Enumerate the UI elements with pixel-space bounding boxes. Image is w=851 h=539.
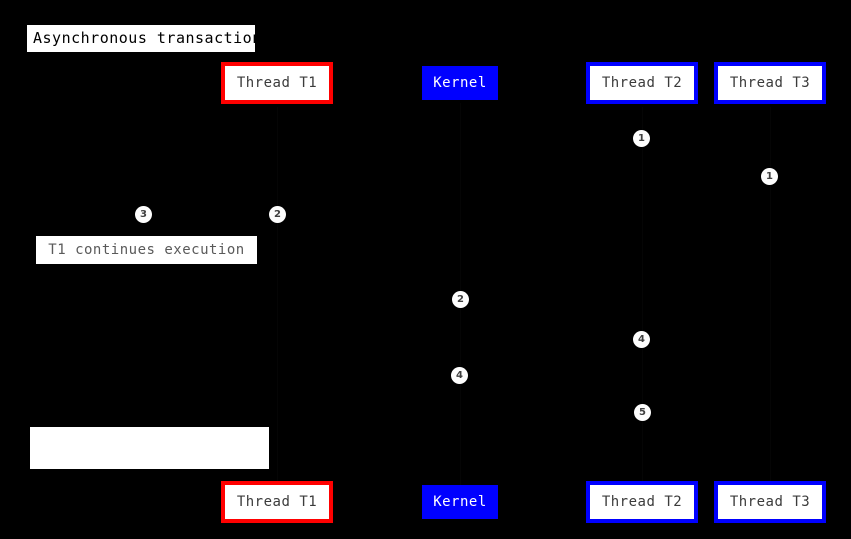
participant-box-kernel-footer[interactable]: Kernel	[422, 485, 498, 519]
lifeline-tick	[459, 100, 462, 103]
note-blank-note	[30, 427, 269, 469]
step-badge-2: 2	[269, 206, 286, 223]
step-badge-4: 4	[633, 331, 650, 348]
step-badge-1: 1	[633, 130, 650, 147]
lifeline-tick	[276, 104, 279, 107]
participant-box-thread-t1-footer[interactable]: Thread T1	[221, 481, 333, 523]
lifeline	[642, 104, 643, 481]
step-badge-5: 5	[634, 404, 651, 421]
participant-box-thread-t3[interactable]: Thread T3	[714, 62, 826, 104]
diagram-title: Asynchronous transaction	[27, 25, 261, 52]
participant-box-thread-t2-footer[interactable]: Thread T2	[586, 481, 698, 523]
note-t1-continues: T1 continues execution	[36, 236, 257, 264]
step-badge-2: 2	[452, 291, 469, 308]
participant-box-thread-t2[interactable]: Thread T2	[586, 62, 698, 104]
step-badge-1: 1	[761, 168, 778, 185]
step-badge-4: 4	[451, 367, 468, 384]
lifeline-tick	[769, 104, 772, 107]
participant-box-thread-t1[interactable]: Thread T1	[221, 62, 333, 104]
participant-box-kernel[interactable]: Kernel	[422, 66, 498, 100]
lifeline	[277, 104, 278, 481]
step-badge-3: 3	[135, 206, 152, 223]
lifeline-tick	[641, 104, 644, 107]
lifeline	[770, 104, 771, 481]
participant-box-thread-t3-footer[interactable]: Thread T3	[714, 481, 826, 523]
